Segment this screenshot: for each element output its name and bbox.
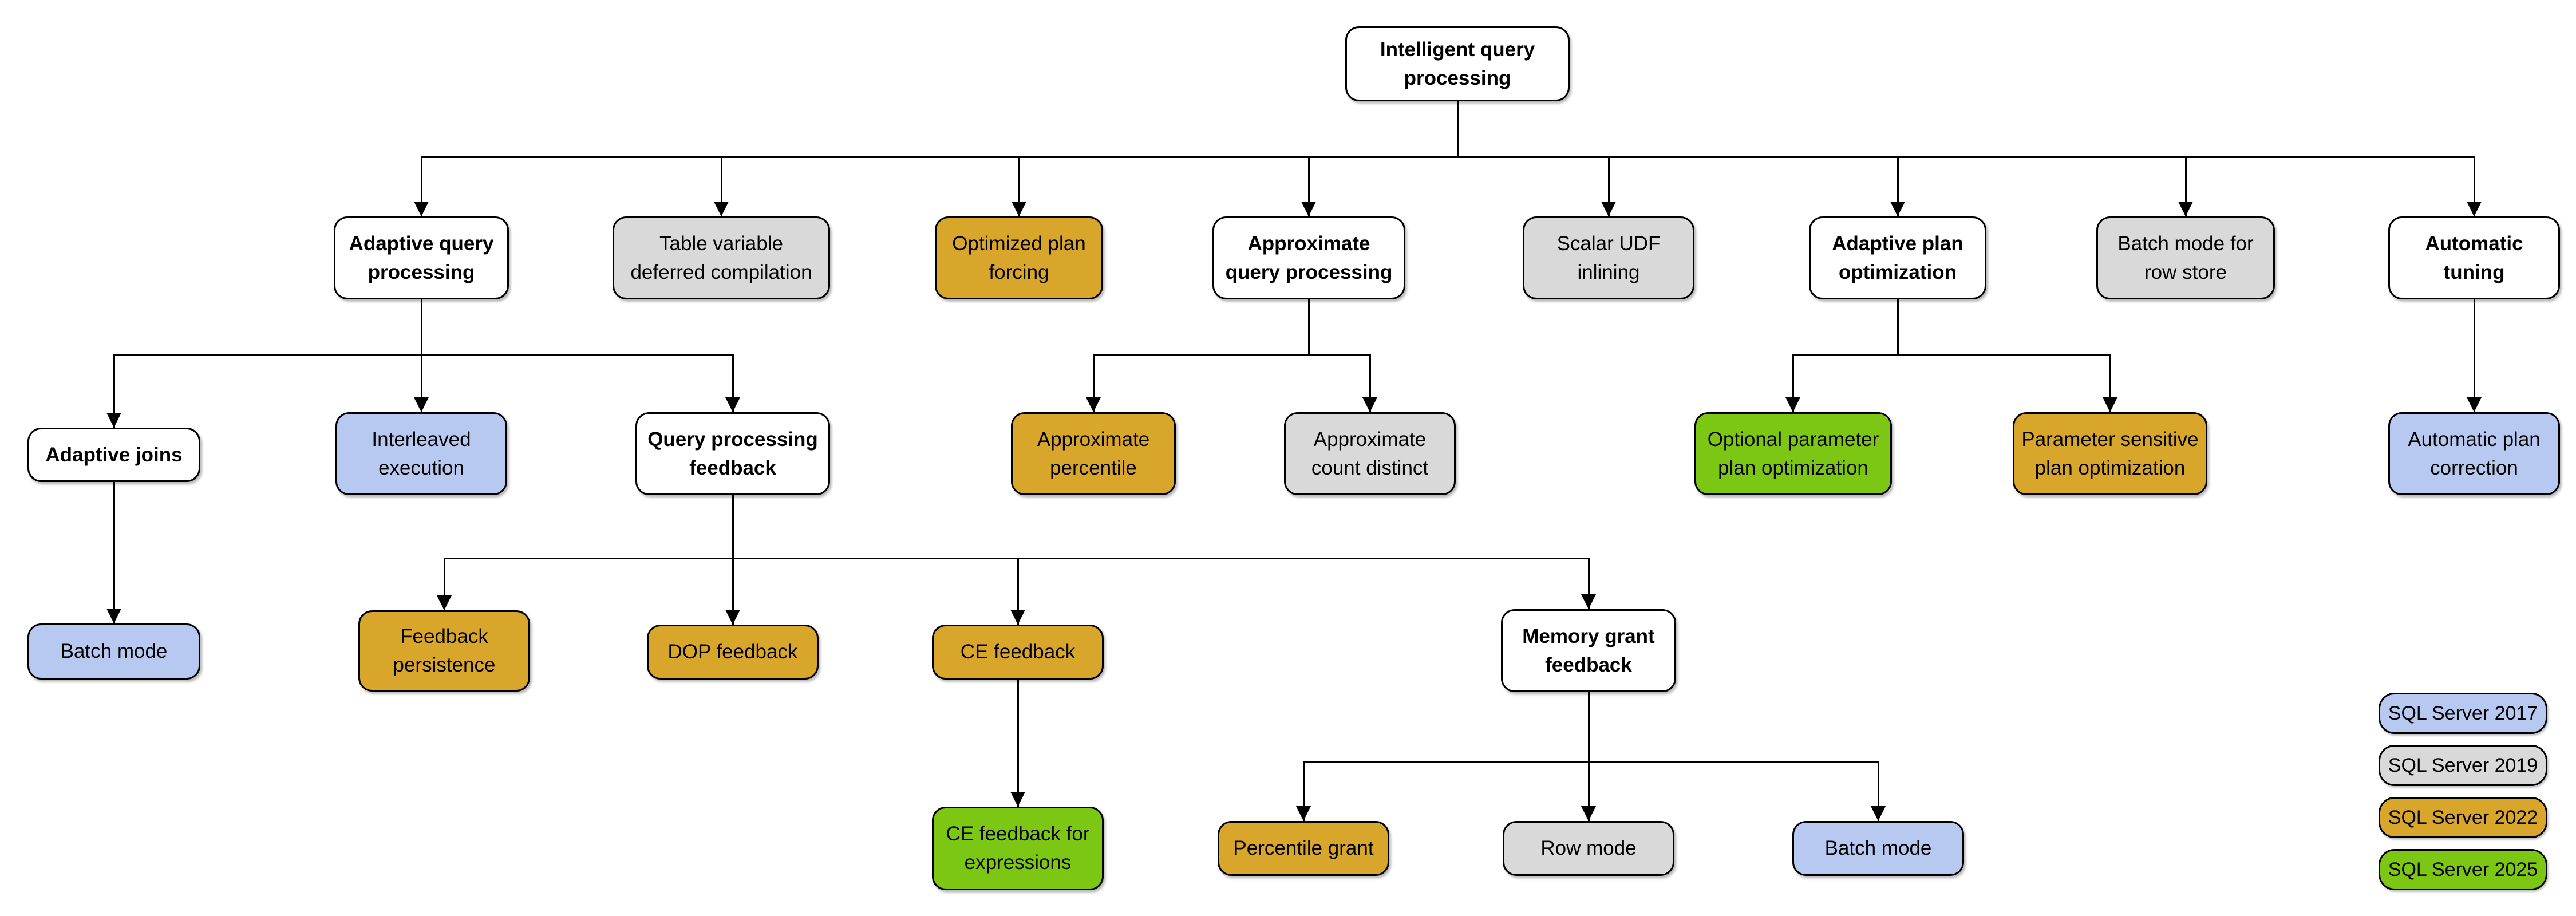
arrow-down-icon bbox=[414, 202, 429, 216]
connector-line bbox=[720, 157, 722, 216]
node-optional-parameter-plan-optimization: Optional parameter plan optimization bbox=[1694, 412, 1892, 495]
arrow-down-icon bbox=[106, 413, 121, 428]
node-adaptive-query-processing: Adaptive query processing bbox=[334, 216, 509, 299]
connector-line bbox=[732, 558, 734, 625]
node-ce-feedback: CE feedback bbox=[932, 625, 1104, 680]
connector-line bbox=[113, 354, 734, 356]
connector-line bbox=[1092, 355, 1095, 412]
node-optimized-plan-forcing: Optimized plan forcing bbox=[935, 216, 1103, 299]
connector-line bbox=[2473, 299, 2475, 412]
connector-line bbox=[1017, 680, 1019, 807]
arrow-down-icon bbox=[2103, 397, 2117, 412]
arrow-down-icon bbox=[1581, 594, 1596, 609]
connector-line bbox=[1092, 354, 1371, 356]
legend-item-sql-server-2025: SQL Server 2025 bbox=[2379, 849, 2547, 890]
node-approximate-percentile: Approximate percentile bbox=[1011, 412, 1176, 495]
connector-line bbox=[420, 156, 2475, 158]
legend-item-sql-server-2022: SQL Server 2022 bbox=[2379, 797, 2547, 838]
connector-line bbox=[113, 482, 115, 623]
connector-line bbox=[732, 495, 734, 558]
arrow-down-icon bbox=[1296, 806, 1311, 821]
arrow-down-icon bbox=[2467, 202, 2482, 216]
node-ce-feedback-for-expressions: CE feedback for expressions bbox=[932, 807, 1104, 890]
connector-line bbox=[1792, 354, 2111, 356]
node-parameter-sensitive-plan-optimization: Parameter sensitive plan optimization bbox=[2013, 412, 2207, 495]
node-batch-mode-for-row-store: Batch mode for row store bbox=[2096, 216, 2275, 299]
connector-line bbox=[1897, 157, 1899, 216]
connector-line bbox=[1587, 761, 1590, 821]
connector-line bbox=[443, 558, 445, 610]
legend-item-sql-server-2017: SQL Server 2017 bbox=[2379, 693, 2547, 734]
arrow-down-icon bbox=[725, 397, 740, 412]
node-adaptive-joins: Adaptive joins bbox=[27, 428, 200, 482]
node-feedback-persistence: Feedback persistence bbox=[358, 610, 530, 692]
node-automatic-tuning: Automatic tuning bbox=[2388, 216, 2560, 299]
node-dop-feedback: DOP feedback bbox=[647, 625, 819, 680]
node-table-variable-deferred-compilation: Table variable deferred compilation bbox=[613, 216, 830, 299]
connector-line bbox=[1792, 355, 1794, 412]
arrow-down-icon bbox=[1301, 202, 1316, 216]
node-intelligent-query-processing: Intelligent query processing bbox=[1345, 26, 1570, 101]
node-scalar-udf-inlining: Scalar UDF inlining bbox=[1523, 216, 1694, 299]
legend-item-sql-server-2019: SQL Server 2019 bbox=[2379, 745, 2547, 786]
connector-line bbox=[420, 299, 422, 355]
connector-line bbox=[1018, 157, 1020, 216]
connector-line bbox=[2184, 157, 2187, 216]
connector-line bbox=[420, 355, 422, 412]
node-memory-grant-feedback: Memory grant feedback bbox=[1501, 609, 1676, 692]
connector-line bbox=[1587, 692, 1590, 761]
arrow-down-icon bbox=[1871, 806, 1886, 821]
node-batch-mode-memory-grant: Batch mode bbox=[1792, 821, 1964, 876]
connector-line bbox=[2109, 355, 2111, 412]
connector-line bbox=[1302, 760, 1879, 763]
connector-line bbox=[420, 157, 422, 216]
connector-line bbox=[1017, 558, 1019, 625]
arrow-down-icon bbox=[725, 610, 740, 625]
arrow-down-icon bbox=[1890, 202, 1905, 216]
connector-line bbox=[1307, 299, 1310, 355]
connector-line bbox=[1456, 101, 1459, 157]
node-adaptive-plan-optimization: Adaptive plan optimization bbox=[1809, 216, 1986, 299]
arrow-down-icon bbox=[437, 595, 452, 610]
arrow-down-icon bbox=[414, 397, 429, 412]
arrow-down-icon bbox=[2467, 397, 2482, 412]
node-approximate-count-distinct: Approximate count distinct bbox=[1284, 412, 1456, 495]
connector-line bbox=[1897, 299, 1899, 355]
arrow-down-icon bbox=[1010, 610, 1025, 625]
arrow-down-icon bbox=[2178, 202, 2193, 216]
node-percentile-grant: Percentile grant bbox=[1218, 821, 1389, 876]
node-batch-mode-adaptive-joins: Batch mode bbox=[27, 623, 200, 680]
connector-line bbox=[1587, 558, 1590, 609]
arrow-down-icon bbox=[1012, 202, 1026, 216]
connector-line bbox=[1307, 157, 1310, 216]
connector-line bbox=[2473, 157, 2475, 216]
connector-line bbox=[1302, 761, 1305, 821]
arrow-down-icon bbox=[106, 609, 121, 623]
arrow-down-icon bbox=[1581, 806, 1596, 821]
node-query-processing-feedback: Query processing feedback bbox=[635, 412, 830, 495]
connector-line bbox=[1877, 761, 1879, 821]
arrow-down-icon bbox=[1601, 202, 1616, 216]
node-row-mode: Row mode bbox=[1503, 821, 1674, 876]
arrow-down-icon bbox=[1010, 792, 1025, 807]
arrow-down-icon bbox=[1785, 397, 1800, 412]
arrow-down-icon bbox=[1362, 397, 1377, 412]
node-interleaved-execution: Interleaved execution bbox=[335, 412, 507, 495]
arrow-down-icon bbox=[1086, 397, 1101, 412]
connector-line bbox=[113, 355, 115, 428]
connector-line bbox=[732, 355, 734, 412]
connector-line bbox=[443, 557, 1590, 559]
connector-line bbox=[1369, 355, 1371, 412]
node-approximate-query-processing: Approximate query processing bbox=[1212, 216, 1405, 299]
arrow-down-icon bbox=[714, 202, 729, 216]
node-automatic-plan-correction: Automatic plan correction bbox=[2388, 412, 2560, 495]
connector-line bbox=[1607, 157, 1610, 216]
